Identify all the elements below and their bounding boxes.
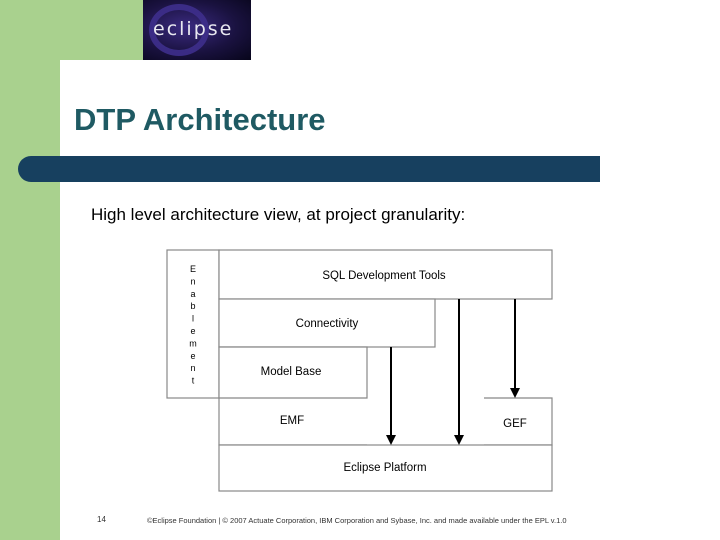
- enablement-letter: e: [190, 351, 195, 361]
- enablement-letter: n: [190, 363, 195, 373]
- slide-subtitle: High level architecture view, at project…: [91, 205, 466, 224]
- enablement-box: [166, 249, 220, 399]
- eclipse-logo: eclipse: [143, 0, 251, 60]
- model-base-label: Model Base: [261, 366, 322, 378]
- sql-dev-tools-box: [218, 249, 553, 300]
- emf-label: EMF: [280, 415, 304, 427]
- arrow-head-connectivity: [386, 435, 396, 445]
- enablement-letter: l: [192, 314, 194, 324]
- page-number: 14: [97, 515, 106, 524]
- eclipse-logo-ring: [149, 4, 209, 56]
- enablement-letter: t: [192, 376, 195, 386]
- eclipse-logo-text: eclipse: [153, 18, 234, 40]
- connectivity-label: Connectivity: [296, 318, 359, 330]
- enablement-letter: m: [189, 338, 197, 348]
- footer-copyright: ©Eclipse Foundation | © 2007 Actuate Cor…: [147, 516, 567, 525]
- left-accent-bar: [0, 0, 60, 540]
- sql-dev-tools-label: SQL Development Tools: [322, 270, 446, 282]
- title-rule: [18, 156, 600, 182]
- enablement-letter: n: [190, 276, 195, 286]
- enablement-letter: b: [190, 301, 195, 311]
- model-base-box: [218, 346, 368, 399]
- slide-title: DTP Architecture: [74, 102, 326, 137]
- enablement-letter: e: [190, 326, 195, 336]
- enablement-letter: E: [190, 264, 196, 274]
- enablement-letter: a: [190, 289, 195, 299]
- eclipse-platform-label: Eclipse Platform: [343, 462, 426, 474]
- eclipse-platform-box: [218, 444, 553, 492]
- arrow-head-gef: [510, 388, 520, 398]
- arrow-head-sql: [454, 435, 464, 445]
- content-corner: [60, 60, 200, 160]
- gef-label: GEF: [503, 418, 527, 430]
